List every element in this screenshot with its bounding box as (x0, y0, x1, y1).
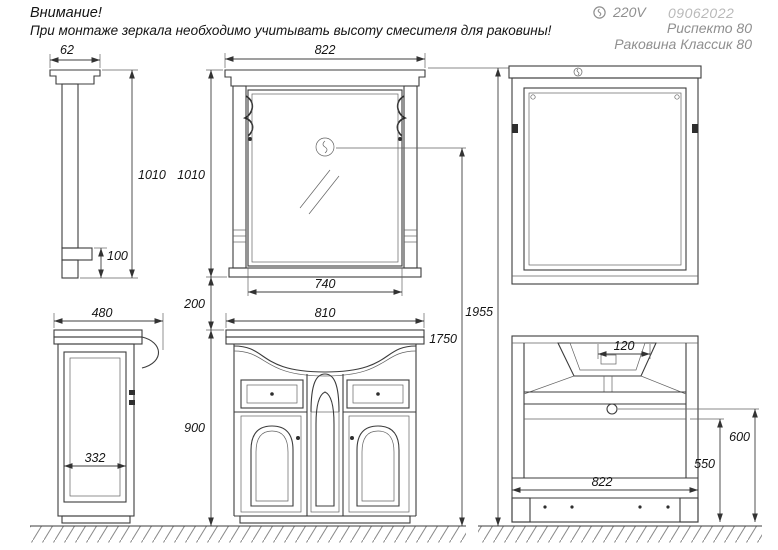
dim-cabinet-height: 900 (184, 330, 214, 526)
dim-mirror-height: 1010 (177, 69, 227, 278)
dim-mirror-width: 822 (224, 43, 426, 68)
dim-side-depth: 480 (53, 306, 164, 350)
dim-lamp-height: 1750 (336, 147, 466, 526)
dim-label-rail-height: 550 (694, 457, 715, 471)
dim-label-side-depth: 480 (92, 306, 113, 320)
cable-hole (606, 403, 618, 415)
sink-name: Раковина Классик 80 (614, 36, 752, 52)
lamp-power-icon (593, 5, 606, 19)
dim-label-total-height: 1955 (465, 305, 493, 319)
dim-label-mirror-depth: 62 (60, 43, 74, 57)
dim-label-lamp-height: 1750 (429, 332, 457, 346)
voltage-note: 220V (592, 4, 646, 20)
lamp-symbol (315, 137, 335, 157)
drawer-left (240, 379, 304, 409)
dim-cabinet-width: 810 (225, 306, 425, 328)
dim-glass-width: 740 (247, 268, 403, 296)
hanger-symbol (573, 67, 583, 77)
cabinet-side-view (53, 329, 159, 524)
dim-shelf-height: 100 (94, 247, 128, 278)
dim-label-mirror-height: 1010 (177, 168, 205, 182)
door-left (240, 415, 302, 513)
warning-note: Внимание! При монтаже зеркала необходимо… (30, 4, 551, 39)
dim-gap-height: 200 (183, 277, 224, 331)
dim-label-cabinet-width: 810 (315, 306, 336, 320)
dim-label-hole-height: 600 (729, 430, 750, 444)
dim-label-inner-depth: 332 (85, 451, 106, 465)
mirror-front-view (224, 69, 426, 278)
floor-line (30, 525, 762, 543)
warning-text: При монтаже зеркала необходимо учитывать… (30, 23, 552, 38)
dim-hole-height: 600 (618, 408, 759, 522)
dim-sink-offset: 120 (597, 339, 651, 359)
dim-label-mirror-side-height: 1010 (138, 168, 166, 182)
drawer-right (346, 379, 410, 409)
warning-title: Внимание! (30, 5, 102, 21)
dim-label-shelf-height: 100 (107, 249, 128, 263)
dim-back-width: 822 (511, 475, 698, 493)
dim-total-height: 1955 (428, 67, 509, 526)
door-right (348, 415, 410, 513)
dim-label-glass-width: 740 (315, 277, 336, 291)
cabinet-back-view (511, 335, 699, 523)
mirror-back-view (508, 65, 702, 285)
dim-mirror-side-height: 1010 (80, 69, 166, 279)
cabinet-front-view (225, 329, 425, 524)
dim-mirror-depth: 62 (49, 43, 101, 68)
voltage-label: 220V (613, 4, 646, 20)
dim-label-back-width: 822 (592, 475, 613, 489)
dim-label-gap-height: 200 (183, 297, 205, 311)
dim-inner-depth: 332 (64, 451, 126, 469)
dim-label-cabinet-height: 900 (184, 421, 205, 435)
dim-rail-height: 550 (690, 418, 724, 522)
date-code: 09062022 (668, 5, 735, 21)
door-center (310, 391, 340, 513)
dim-label-sink-offset: 120 (614, 339, 635, 353)
product-name: Риспекто 80 (666, 20, 752, 36)
dim-label-mirror-width: 822 (315, 43, 336, 57)
mirror-side-view (49, 69, 101, 279)
